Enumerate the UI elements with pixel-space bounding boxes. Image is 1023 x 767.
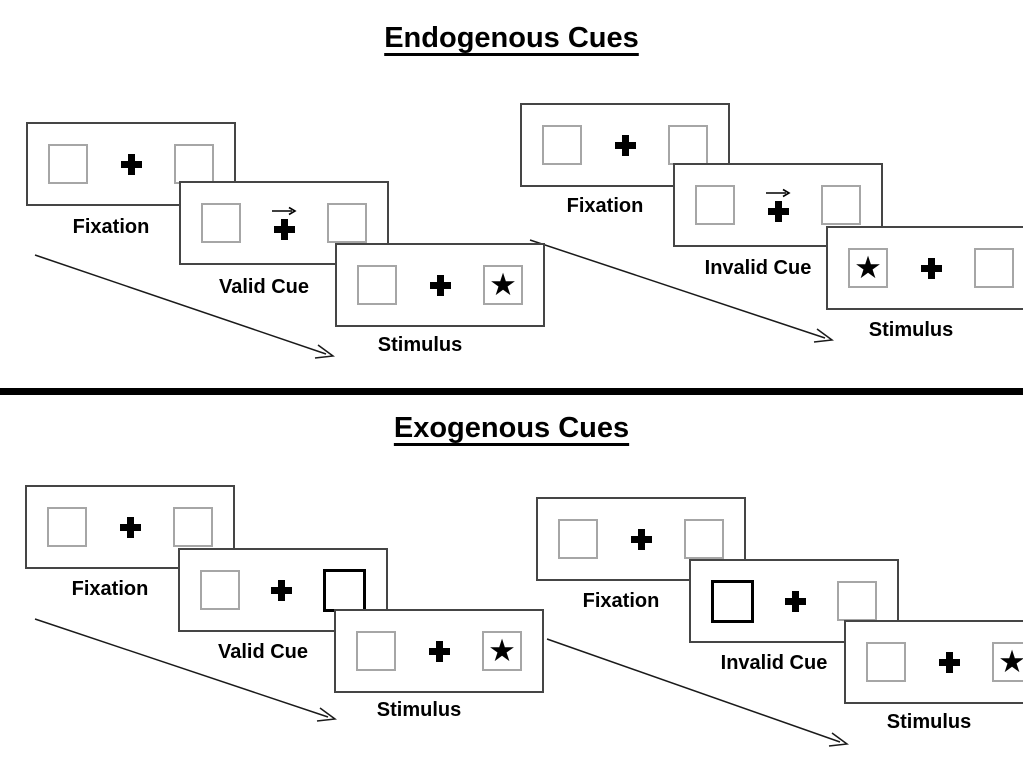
star-icon: ★ <box>998 643 1023 679</box>
cue-arrow-right-icon <box>766 188 791 198</box>
panel-label: Valid Cue <box>218 276 310 298</box>
fixation-cross-icon <box>938 651 960 673</box>
left-placeholder-box <box>47 507 87 547</box>
fixation-cross-icon <box>920 257 942 279</box>
fixation-cross-icon <box>273 219 295 240</box>
left-placeholder-box <box>542 125 582 165</box>
right-placeholder-box <box>668 125 708 165</box>
panel-label: Stimulus <box>886 711 972 733</box>
fixation-cross-icon <box>120 153 142 175</box>
fixation-cross-icon <box>271 579 292 601</box>
right-placeholder-box <box>821 185 861 225</box>
exogenous-title-text: Exogenous Cues <box>393 412 630 444</box>
panel-label: Fixation <box>582 590 660 612</box>
exogenous-valid-fixation-panel <box>25 485 235 569</box>
fixation-cross-icon <box>785 590 806 612</box>
cue-center <box>765 188 791 222</box>
right-target-box: ★ <box>483 265 523 305</box>
sequence-arrow <box>546 638 849 747</box>
right-placeholder-box <box>837 581 877 621</box>
right-placeholder-box <box>684 519 724 559</box>
endogenous-valid-fixation-panel <box>26 122 236 206</box>
panel-label: Stimulus <box>377 334 463 356</box>
fixation-cross-icon <box>428 640 450 662</box>
right-placeholder-box <box>173 507 213 547</box>
star-icon: ★ <box>854 249 882 285</box>
right-placeholder-box <box>974 248 1014 288</box>
left-placeholder-box <box>357 265 397 305</box>
sequence-arrow <box>34 618 337 722</box>
right-target-box: ★ <box>482 631 522 671</box>
cue-center <box>271 206 297 240</box>
fixation-cross-icon <box>630 528 652 550</box>
exogenous-invalid-stimulus-panel: ★ <box>844 620 1023 704</box>
left-cue-highlight-box <box>711 579 754 623</box>
left-placeholder-box <box>695 185 735 225</box>
fixation-cross-icon <box>119 516 141 538</box>
fixation-cross-icon <box>614 134 636 156</box>
endogenous-title-text: Endogenous Cues <box>384 22 639 54</box>
left-placeholder-box <box>48 144 88 184</box>
sequence-arrow <box>529 239 834 343</box>
exogenous-valid-cue-panel <box>178 548 388 632</box>
panel-label: Invalid Cue <box>720 652 828 674</box>
left-placeholder-box <box>201 203 241 243</box>
fixation-cross-icon <box>767 201 789 222</box>
star-icon: ★ <box>489 266 517 302</box>
left-target-box: ★ <box>848 248 888 288</box>
panel-label: Stimulus <box>868 319 954 341</box>
endogenous-section-title: Endogenous Cues <box>0 22 1023 55</box>
right-target-box: ★ <box>992 642 1023 682</box>
exogenous-section-title: Exogenous Cues <box>0 412 1023 445</box>
panel-label: Invalid Cue <box>704 257 812 279</box>
panel-label: Fixation <box>566 195 644 217</box>
right-placeholder-box <box>327 203 367 243</box>
endogenous-invalid-stimulus-panel: ★ <box>826 226 1023 310</box>
panel-label: Stimulus <box>376 699 462 721</box>
panel-label: Fixation <box>71 578 149 600</box>
fixation-cross-icon <box>429 274 451 296</box>
left-placeholder-box <box>356 631 396 671</box>
panel-label: Fixation <box>72 216 150 238</box>
star-icon: ★ <box>488 632 516 668</box>
right-placeholder-box <box>174 144 214 184</box>
right-cue-highlight-box <box>323 568 366 612</box>
panel-label: Valid Cue <box>217 641 309 663</box>
sequence-arrow <box>34 254 335 359</box>
section-divider-line <box>0 388 1023 395</box>
left-placeholder-box <box>558 519 598 559</box>
left-placeholder-box <box>866 642 906 682</box>
left-placeholder-box <box>200 570 240 610</box>
endogenous-valid-stimulus-panel: ★ <box>335 243 545 327</box>
exogenous-valid-stimulus-panel: ★ <box>334 609 544 693</box>
cue-arrow-right-icon <box>272 206 297 216</box>
